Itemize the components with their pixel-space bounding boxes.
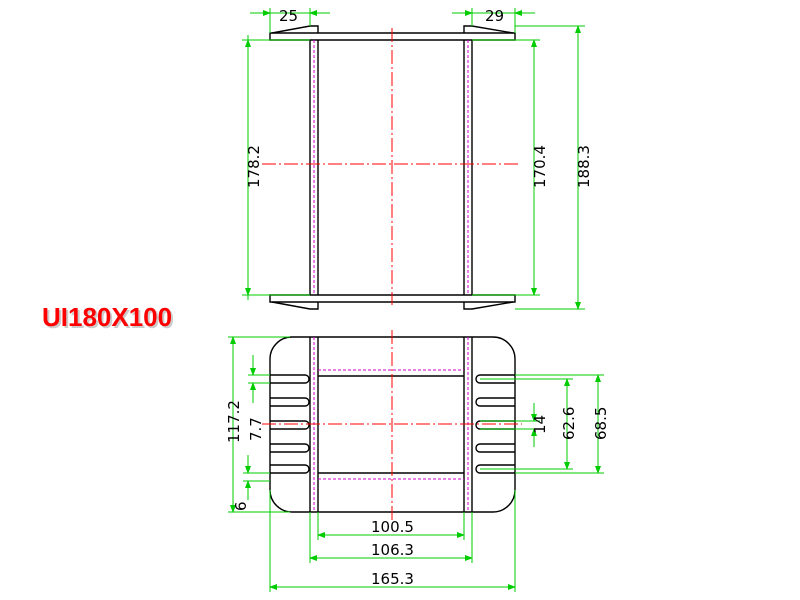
dim-top-flange-right: 29 bbox=[485, 7, 504, 25]
title-shadow: UI180X100 bbox=[44, 304, 174, 334]
dim-core-width: 100.5 bbox=[371, 518, 414, 536]
top-view-hidden bbox=[313, 40, 469, 295]
bottom-flange bbox=[269, 294, 516, 303]
title: UI180X100 bbox=[42, 302, 172, 332]
dim-slot-span: 62.6 bbox=[560, 407, 578, 440]
dim-slot-overall: 68.5 bbox=[592, 407, 610, 440]
top-view bbox=[269, 25, 516, 310]
dim-inner-height: 178.2 bbox=[245, 145, 263, 188]
top-view-dimensions bbox=[242, 8, 585, 310]
dim-slot-center: 14 bbox=[531, 415, 549, 434]
dim-window-height: 170.4 bbox=[531, 145, 549, 188]
dim-side-bottom: 6 bbox=[232, 501, 250, 511]
dim-bobbin-width: 106.3 bbox=[371, 541, 414, 559]
bottom-view-dimensions bbox=[228, 336, 604, 592]
top-view-centerlines bbox=[262, 28, 520, 305]
bottom-view-centerlines bbox=[262, 330, 522, 520]
dim-top-flange-left: 25 bbox=[279, 7, 298, 25]
dim-overall-height: 188.3 bbox=[575, 145, 593, 188]
dim-side-fin: 7.7 bbox=[247, 417, 265, 441]
dim-overall-width: 165.3 bbox=[371, 570, 414, 588]
dim-side-overall: 117.2 bbox=[225, 400, 243, 443]
